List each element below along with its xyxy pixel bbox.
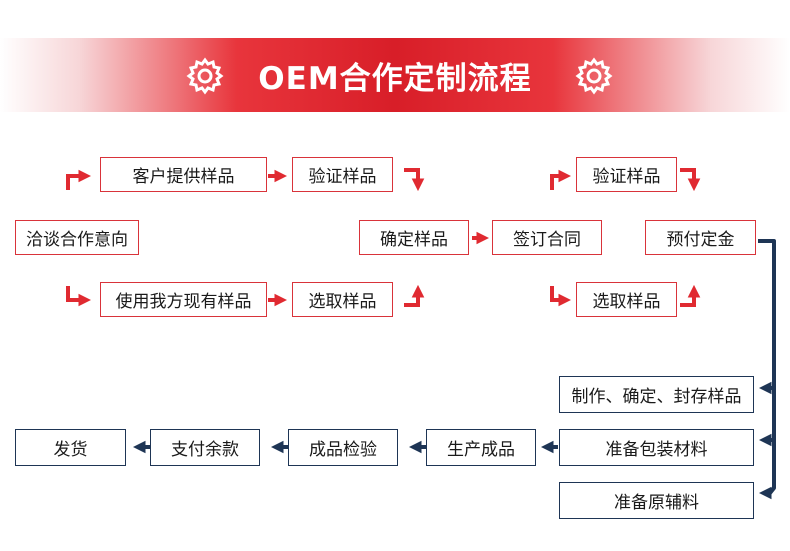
node-use-existing: 使用我方现有样品 [100, 282, 267, 317]
node-select-sample-2: 选取样品 [576, 282, 677, 317]
arrow-bend-down-left [66, 286, 92, 307]
node-deposit: 预付定金 [645, 220, 756, 255]
node-pay-balance: 支付余款 [150, 429, 260, 466]
node-prep-packaging: 准备包装材料 [559, 429, 754, 466]
node-customer-sample: 客户提供样品 [100, 157, 267, 192]
gear-icon [186, 57, 224, 95]
arrow-bend-up-left [66, 169, 92, 190]
node-confirm-sample: 确定样品 [359, 220, 469, 255]
node-prep-raw-materials: 准备原辅料 [559, 482, 754, 519]
arrow-turn-down [680, 168, 701, 192]
gear-icon [575, 57, 613, 95]
header-banner [0, 38, 790, 112]
node-negotiate: 洽谈合作意向 [15, 220, 139, 255]
node-inspection: 成品检验 [288, 429, 398, 466]
arrow-bend-down-right [550, 286, 572, 307]
arrow-turn-up [404, 284, 425, 307]
node-sign-contract: 签订合同 [492, 220, 602, 255]
node-verify-sample-2: 验证样品 [576, 157, 677, 192]
node-production: 生产成品 [426, 429, 536, 466]
page-title: OEM合作定制流程 [258, 60, 532, 97]
node-select-sample-1: 选取样品 [292, 282, 393, 317]
node-ship: 发货 [15, 429, 126, 466]
bus-line [758, 239, 776, 495]
node-verify-sample-1: 验证样品 [292, 157, 393, 192]
arrow-turn-up [680, 284, 701, 307]
arrow-turn-down [404, 168, 425, 192]
arrow-bend-up-right [550, 169, 572, 190]
node-make-seal-sample: 制作、确定、封存样品 [559, 376, 754, 413]
